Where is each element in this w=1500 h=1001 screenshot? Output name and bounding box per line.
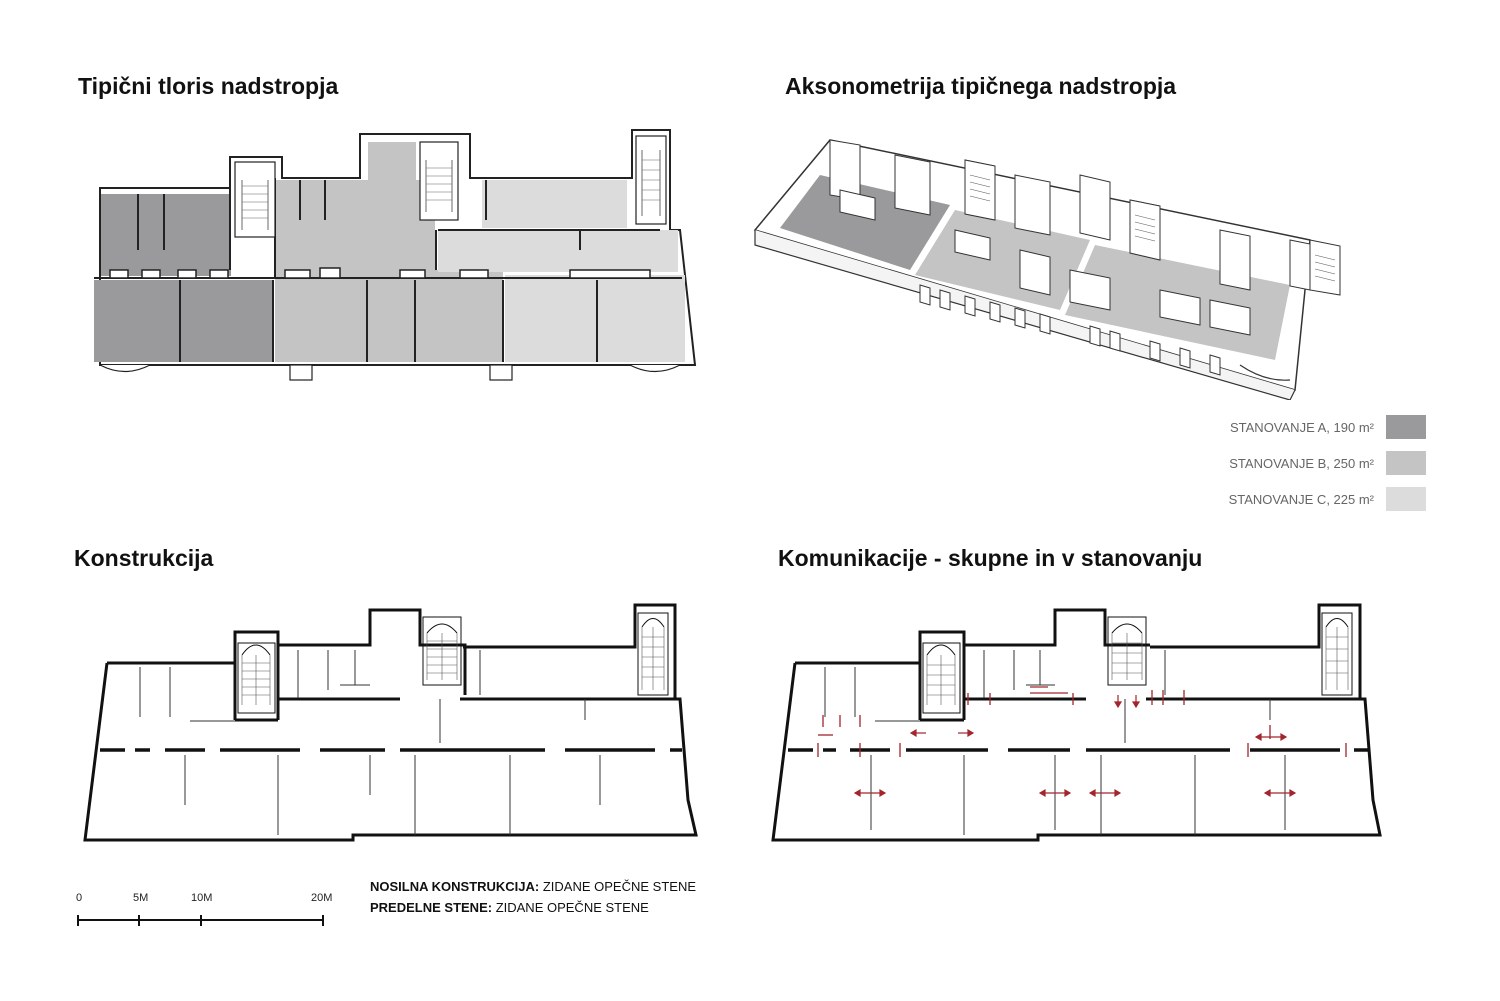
legend-swatch-a [1386, 415, 1426, 439]
apartment-c-area-top [482, 180, 627, 228]
structure-title: Konstrukcija [74, 545, 214, 571]
load-bearing-note: NOSILNA KONSTRUKCIJA: ZIDANE OPEČNE STEN… [370, 876, 696, 897]
scale-tick-20m: 20M [311, 892, 333, 904]
scale-tick-5m: 5M [133, 892, 149, 904]
legend-item-b: STANOVANJE B, 250 m² [1204, 451, 1426, 475]
partition-value: ZIDANE OPEČNE STENE [492, 900, 649, 915]
legend-item-a: STANOVANJE A, 190 m² [1204, 415, 1426, 439]
construction-notes: NOSILNA KONSTRUKCIJA: ZIDANE OPEČNE STEN… [370, 876, 696, 918]
axonometry [753, 139, 1341, 400]
legend-swatch-b [1386, 451, 1426, 475]
legend-label-a: STANOVANJE A, 190 m² [1229, 419, 1374, 435]
legend-label-c: STANOVANJE C, 225 m² [1228, 491, 1374, 507]
apartment-c-area-middle [438, 230, 678, 272]
structure-plan [83, 603, 698, 842]
apartment-c-area-bottom [505, 275, 685, 362]
apartment-b-area-stair [368, 142, 416, 230]
scale-tick-10m: 10M [191, 892, 213, 904]
legend-label-b: STANOVANJE B, 250 m² [1229, 455, 1374, 471]
legend-swatch-c [1386, 487, 1426, 511]
floor-plan [94, 129, 697, 381]
apartment-a-area-bottom [94, 280, 272, 362]
scale-bar [77, 915, 324, 926]
apartment-a-area-top [101, 194, 231, 276]
partition-note: PREDELNE STENE: ZIDANE OPEČNE STENE [370, 897, 696, 918]
apartment-b-area-bottom [275, 270, 503, 362]
scale-tick-0: 0 [76, 892, 83, 904]
legend-item-c: STANOVANJE C, 225 m² [1204, 487, 1426, 511]
axonometry-title: Aksonometrija tipičnega nadstropja [785, 73, 1177, 99]
plan-title: Tipični tloris nadstropja [78, 73, 339, 99]
communication-title: Komunikacije - skupne in v stanovanju [778, 545, 1203, 571]
partition-label: PREDELNE STENE: [370, 900, 493, 915]
communication-plan [771, 603, 1382, 842]
load-bearing-value: ZIDANE OPEČNE STENE [539, 879, 696, 894]
load-bearing-label: NOSILNA KONSTRUKCIJA: [370, 879, 540, 894]
